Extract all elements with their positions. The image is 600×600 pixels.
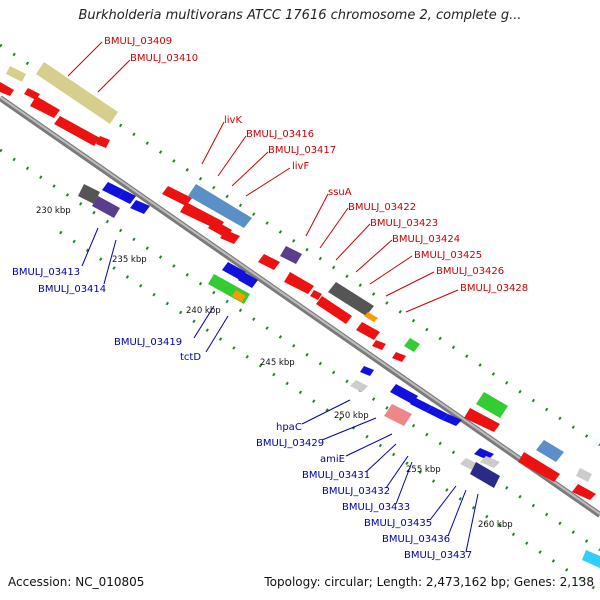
gene-label: BMULJ_03409 xyxy=(104,36,172,47)
scale-label: 250 kbp xyxy=(334,411,369,421)
reverse-gene-labels xyxy=(81,227,479,553)
gene-label: BMULJ_03422 xyxy=(348,202,416,213)
reverse-gene-features xyxy=(78,182,600,568)
forward-label-texts: BMULJ_03409 BMULJ_03410 livK BMULJ_03416… xyxy=(104,36,528,294)
gene-label: livK xyxy=(224,115,242,126)
gene-label: hpaC xyxy=(276,422,302,433)
gene-label: amiE xyxy=(320,454,345,465)
gene-label: BMULJ_03432 xyxy=(322,486,390,497)
topology-label: Topology: circular; Length: 2,473,162 bp… xyxy=(264,575,594,589)
scale-label: 255 kbp xyxy=(406,465,441,475)
gene-label: BMULJ_03419 xyxy=(114,337,182,348)
gene-label: BMULJ_03423 xyxy=(370,218,438,229)
gene-label: BMULJ_03410 xyxy=(130,53,198,64)
gene-label: BMULJ_03437 xyxy=(404,550,472,561)
gene-label: BMULJ_03414 xyxy=(38,284,106,295)
forward-gene-labels xyxy=(67,41,459,313)
scale-label: 260 kbp xyxy=(478,520,513,530)
map-title: Burkholderia multivorans ATCC 17616 chro… xyxy=(78,8,522,23)
accession-label: Accession: NC_010805 xyxy=(8,575,145,589)
gene-label: BMULJ_03416 xyxy=(246,129,314,140)
gene-label: BMULJ_03429 xyxy=(256,438,324,449)
scale-labels: 230 kbp 235 kbp 240 kbp 245 kbp 250 kbp … xyxy=(36,206,513,530)
gene-label: BMULJ_03428 xyxy=(460,283,528,294)
gene-label: BMULJ_03435 xyxy=(364,518,432,529)
gene-label: BMULJ_03413 xyxy=(12,267,80,278)
scale-label: 240 kbp xyxy=(186,306,221,316)
gene-label: BMULJ_03426 xyxy=(436,266,504,277)
scale-label: 230 kbp xyxy=(36,206,71,216)
gene-label: livF xyxy=(292,161,309,172)
scale-label: 235 kbp xyxy=(112,255,147,265)
scale-label: 245 kbp xyxy=(260,358,295,368)
reverse-label-texts: BMULJ_03413 BMULJ_03414 BMULJ_03419 tctD… xyxy=(12,267,472,561)
gene-label: BMULJ_03436 xyxy=(382,534,450,545)
chromosome-backbone xyxy=(0,95,600,518)
forward-gene-features xyxy=(0,62,596,500)
gene-label: BMULJ_03424 xyxy=(392,234,460,245)
gene-label: ssuA xyxy=(328,187,352,198)
tick-tracks xyxy=(0,43,600,594)
gene-label: BMULJ_03417 xyxy=(268,145,336,156)
gene-label: BMULJ_03425 xyxy=(414,250,482,261)
gene-label: tctD xyxy=(180,352,201,363)
gene-label: BMULJ_03431 xyxy=(302,470,370,481)
gene-label: BMULJ_03433 xyxy=(342,502,410,513)
